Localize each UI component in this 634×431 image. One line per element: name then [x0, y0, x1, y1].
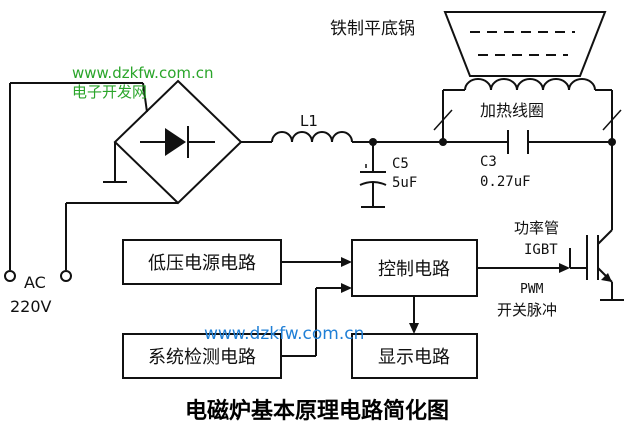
low-voltage-supply-label: 低压电源电路 — [148, 253, 256, 274]
watermark-url-bottom: www.dzkfw.com.cn — [204, 324, 364, 344]
low-voltage-supply-block — [122, 239, 282, 285]
ac-terminal-left — [4, 270, 16, 282]
control-circuit-label: 控制电路 — [378, 259, 450, 280]
display-circuit-label: 显示电路 — [378, 347, 450, 368]
igbt-type: IGBT — [524, 242, 558, 258]
coil-tap-left — [433, 109, 453, 131]
c3-value: 0.27uF — [480, 174, 531, 190]
capacitor-c5 — [359, 142, 387, 208]
block-connections — [281, 257, 570, 357]
ac-input-wiring — [4, 82, 178, 282]
pan — [443, 11, 607, 77]
capacitor-c3 — [507, 130, 529, 154]
c3-name: C3 — [480, 154, 497, 170]
c5-value: 5uF — [392, 175, 417, 191]
coil-tap-right — [602, 109, 622, 131]
heating-coil-label: 加热线圈 — [480, 101, 544, 120]
junction-c3-left — [439, 138, 447, 146]
watermark-site-name: 电子开发网 — [72, 83, 147, 101]
display-circuit-block — [351, 333, 478, 379]
pan-label: 铁制平底锅 — [330, 19, 415, 39]
ac-voltage: 220V — [10, 297, 52, 316]
igbt-transistor — [569, 142, 624, 301]
igbt-name: 功率管 — [514, 219, 559, 237]
watermark-url-top: www.dzkfw.com.cn — [72, 64, 214, 82]
inductor-l1 — [271, 131, 353, 143]
diagram-title: 电磁炉基本原理电路简化图 — [185, 398, 449, 424]
pan-body — [443, 11, 607, 77]
ac-label: AC — [24, 273, 46, 292]
system-detection-label: 系统检测电路 — [148, 347, 256, 368]
pwm-desc: 开关脉冲 — [497, 301, 557, 319]
c5-name: C5 — [392, 156, 409, 172]
control-circuit-block — [351, 239, 478, 297]
ac-terminal-right — [60, 270, 72, 282]
inductor-label: L1 — [300, 112, 318, 130]
pwm-label: PWM — [520, 282, 544, 297]
heating-coil — [433, 78, 622, 142]
